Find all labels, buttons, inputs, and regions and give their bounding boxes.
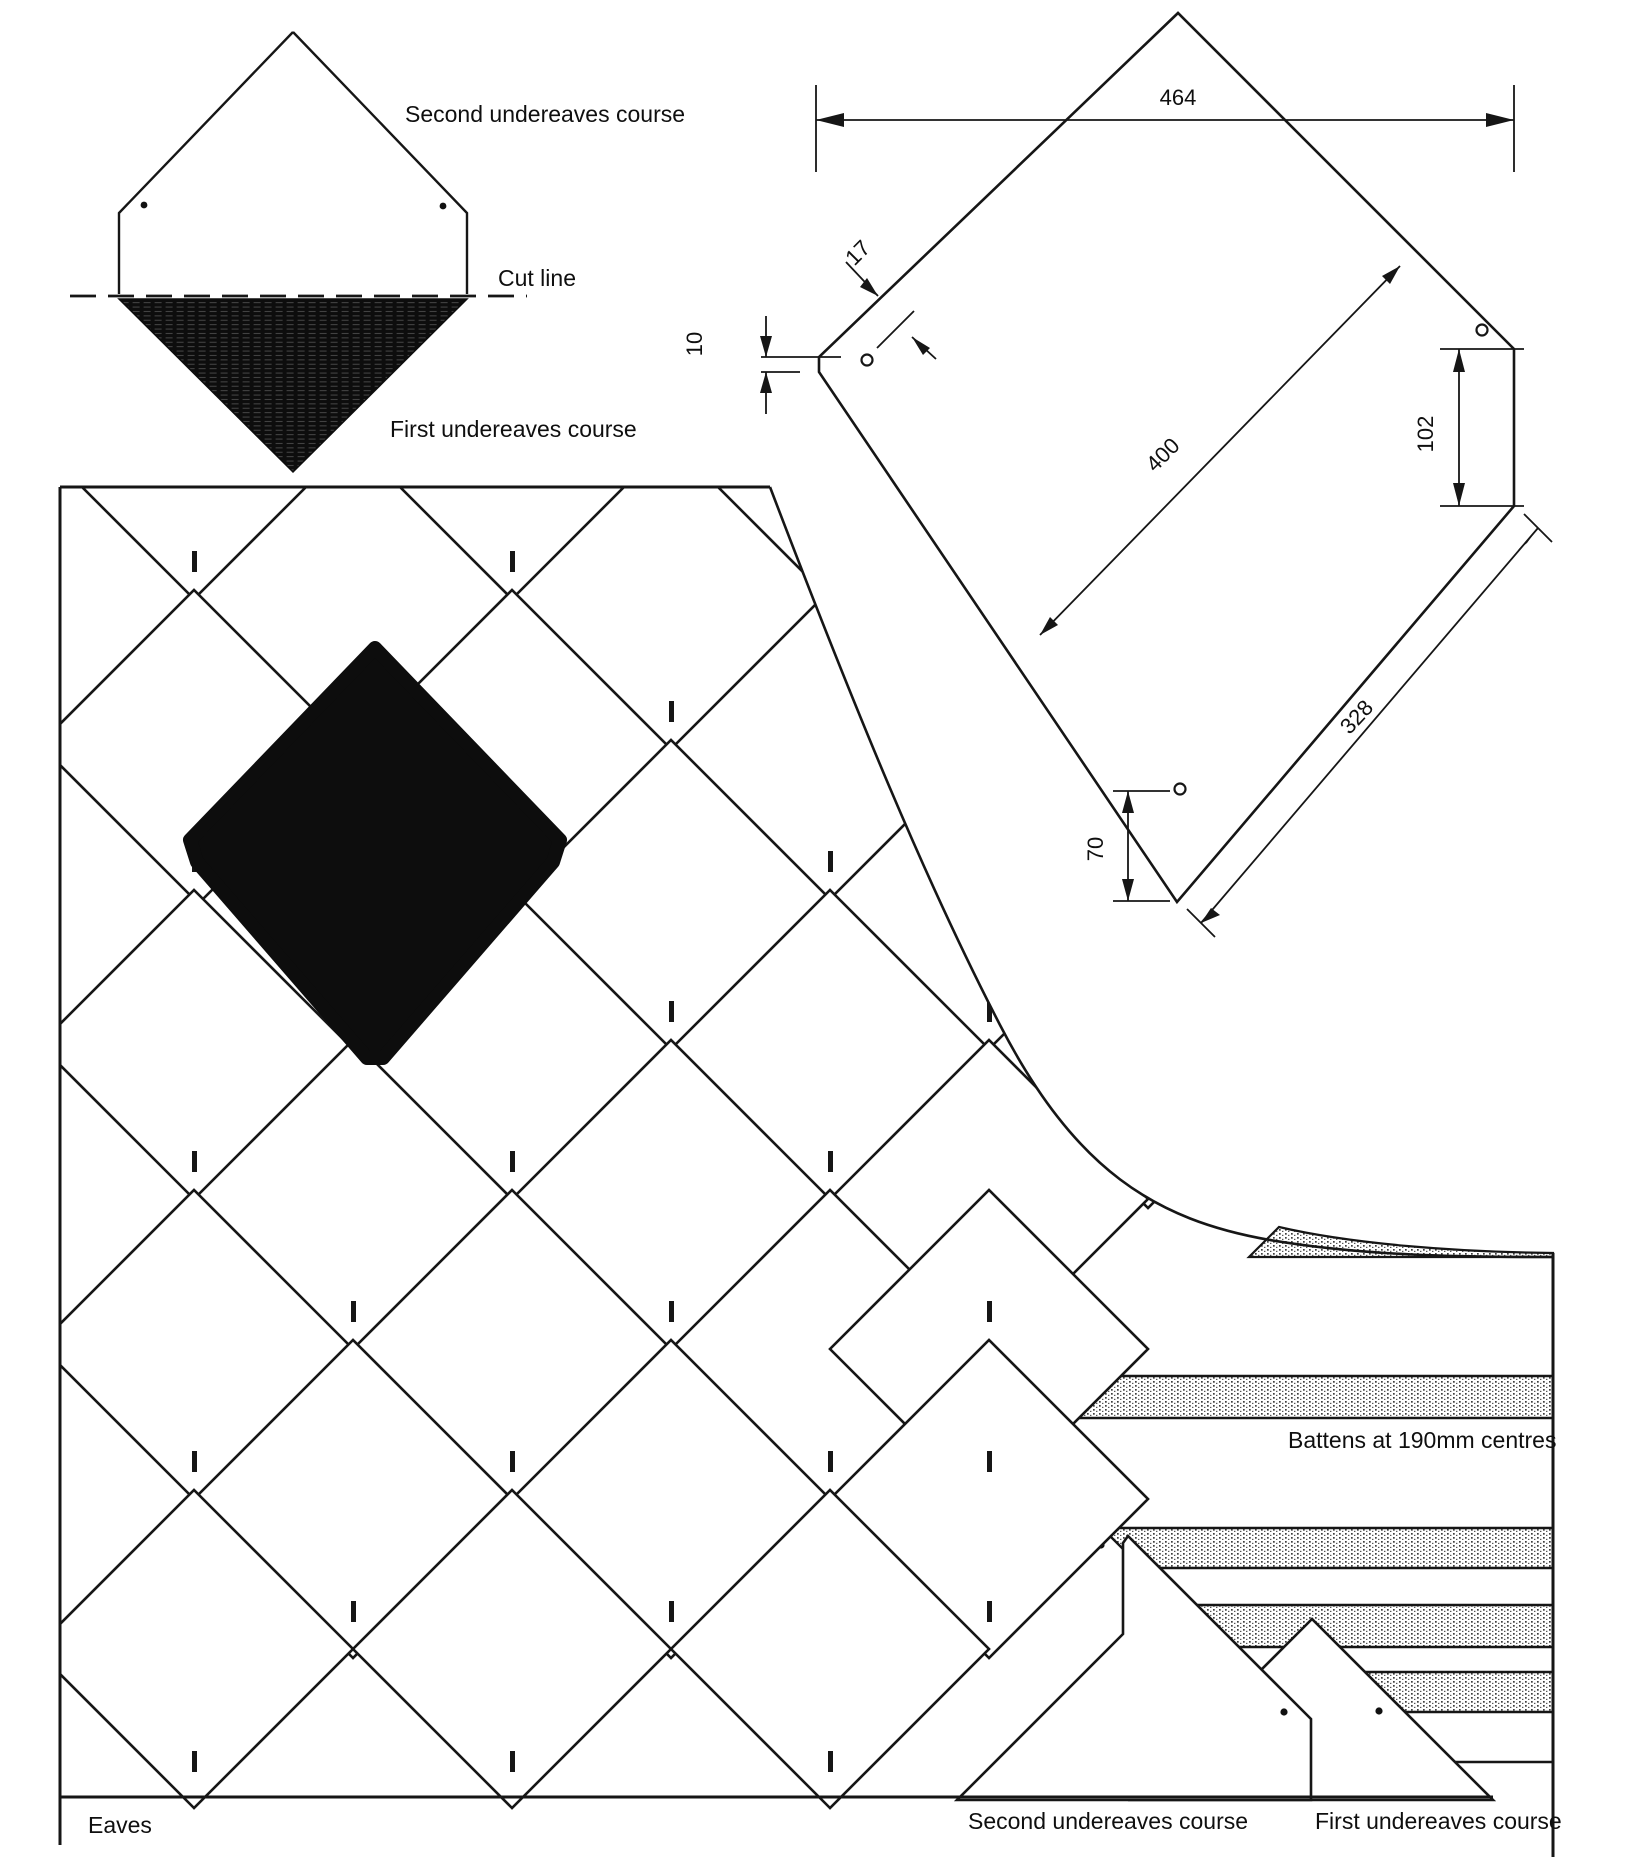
nail-slot-tick bbox=[669, 1301, 674, 1322]
slate-tile bbox=[828, 487, 1150, 760]
nail-slot-tick bbox=[669, 701, 674, 722]
dim-70-value: 70 bbox=[1083, 837, 1108, 861]
nail-slot-tick bbox=[669, 1601, 674, 1622]
nail-slot-tick bbox=[192, 1751, 197, 1772]
tile-nail-hole-bottom bbox=[1173, 782, 1187, 796]
cut-tile-nail-hole-right bbox=[439, 202, 447, 210]
dim-10 bbox=[760, 316, 841, 414]
dim-328 bbox=[1186, 513, 1553, 938]
eaves-label: Eaves bbox=[88, 1812, 152, 1838]
nail-slot-tick bbox=[192, 1451, 197, 1472]
slate-pattern bbox=[33, 487, 1309, 1810]
nail-slot-tick bbox=[828, 551, 833, 572]
nail-slot-tick bbox=[33, 1301, 38, 1322]
nail-slot-tick bbox=[987, 1601, 992, 1622]
slate-tile bbox=[669, 1488, 991, 1810]
cut-tile-right-outline bbox=[292, 31, 469, 294]
cut-tile-inset bbox=[70, 31, 527, 474]
undereaves-corner bbox=[953, 1533, 1497, 1802]
dim-17-value: 17 bbox=[840, 235, 875, 270]
inset-second-undereaves-label: Second undereaves course bbox=[405, 101, 685, 127]
cut-line-label: Cut line bbox=[498, 265, 576, 291]
dim-400 bbox=[1039, 265, 1401, 636]
nail-slot-tick bbox=[828, 1151, 833, 1172]
nail-slot-tick bbox=[510, 1751, 515, 1772]
nail-slot-tick bbox=[510, 1151, 515, 1172]
battens-label: Battens at 190mm centres bbox=[1288, 1427, 1556, 1453]
nail-slot-tick bbox=[510, 1451, 515, 1472]
nail-slot-tick bbox=[669, 1001, 674, 1022]
batten-band-under-curve bbox=[1246, 1225, 1555, 1259]
nail-slot-tick bbox=[510, 551, 515, 572]
dim-400-value: 400 bbox=[1141, 433, 1185, 477]
tile-nail-hole-right bbox=[1475, 323, 1489, 337]
cut-tile-left-outline bbox=[117, 31, 294, 294]
nail-slot-tick bbox=[33, 1001, 38, 1022]
slate-tile bbox=[351, 1488, 673, 1810]
bottom-second-undereaves-label: Second undereaves course bbox=[968, 1808, 1248, 1834]
nail-slot-tick bbox=[351, 1601, 356, 1622]
second-undereaves-tile bbox=[953, 1533, 1313, 1802]
dim-464 bbox=[815, 85, 1515, 172]
sweep-curve bbox=[768, 486, 1554, 1259]
nail-slot-tick bbox=[1146, 1151, 1151, 1172]
dim-102 bbox=[1440, 348, 1524, 507]
slate-tile bbox=[60, 1488, 355, 1810]
nail-slot-tick bbox=[33, 1601, 38, 1622]
first-undereaves-nail-hole bbox=[1375, 1707, 1383, 1715]
nail-slot-tick bbox=[828, 851, 833, 872]
nail-slot-tick bbox=[987, 1001, 992, 1022]
batten-band bbox=[1099, 1526, 1555, 1570]
first-undereaves-hatched-piece bbox=[117, 298, 469, 474]
nail-slot-tick bbox=[987, 701, 992, 722]
dim-10-value: 10 bbox=[682, 332, 707, 356]
batten-band bbox=[1193, 1603, 1555, 1649]
dim-70 bbox=[1113, 790, 1170, 902]
nail-slot-tick bbox=[828, 1751, 833, 1772]
tile-nail-hole-top-left bbox=[860, 353, 874, 367]
bottom-first-undereaves-label: First undereaves course bbox=[1315, 1808, 1562, 1834]
nail-slot-tick bbox=[987, 1301, 992, 1322]
inset-first-undereaves-label: First undereaves course bbox=[390, 416, 637, 442]
dim-102-value: 102 bbox=[1413, 416, 1438, 453]
second-undereaves-nail-hole-right bbox=[1280, 1708, 1288, 1716]
nail-slot-tick bbox=[192, 551, 197, 572]
dim-328-value: 328 bbox=[1335, 695, 1378, 739]
nail-slot-tick bbox=[828, 1451, 833, 1472]
nail-slot-tick bbox=[987, 1451, 992, 1472]
nail-slot-tick bbox=[351, 1301, 356, 1322]
dim-464-value: 464 bbox=[1160, 85, 1197, 110]
cut-tile-nail-hole-left bbox=[140, 201, 148, 209]
nail-slot-tick bbox=[192, 1151, 197, 1172]
dim-17 bbox=[845, 261, 937, 360]
battens-layer bbox=[1015, 1225, 1555, 1764]
highlighted-black-tile bbox=[183, 641, 567, 1065]
nail-slot-tick bbox=[33, 701, 38, 722]
dimensioned-tile bbox=[760, 11, 1553, 938]
